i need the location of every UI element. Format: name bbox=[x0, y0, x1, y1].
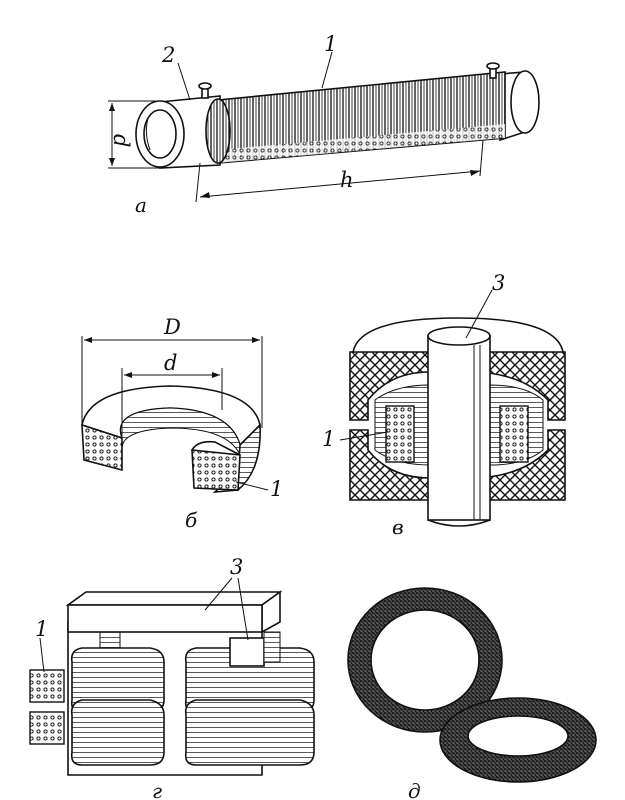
figure-g-core-bobbins: 1 3 г bbox=[29, 555, 315, 800]
dimension-h-line bbox=[199, 170, 481, 198]
label-tube-2: 2 bbox=[161, 43, 175, 67]
tube-right-end bbox=[510, 70, 540, 134]
winding-section-lower bbox=[29, 711, 65, 745]
winding-left-end bbox=[205, 98, 231, 164]
core-leg-section bbox=[229, 637, 265, 667]
cut-face-right bbox=[191, 449, 241, 491]
label-inner-d: d bbox=[164, 351, 177, 375]
central-rod bbox=[427, 335, 491, 521]
label-diameter-d: d bbox=[109, 134, 133, 147]
label-core-3-v: 3 bbox=[492, 271, 505, 295]
toroid-upper bbox=[347, 587, 503, 733]
figure-d-toroids: д bbox=[347, 587, 597, 800]
bobbin-left bbox=[70, 647, 165, 766]
figure-b-toroid-section: D d 1 б bbox=[81, 315, 283, 532]
label-winding-1-v: 1 bbox=[322, 427, 335, 451]
label-winding-1: 1 bbox=[324, 32, 337, 56]
bobbin-right bbox=[184, 647, 315, 766]
winding-right bbox=[499, 405, 529, 463]
figure-a-solenoid: 1 2 d h а bbox=[108, 32, 540, 217]
label-outer-D: D bbox=[163, 315, 181, 339]
caption-a: а bbox=[135, 193, 147, 217]
figure-v-pot-core: 3 1 в bbox=[322, 271, 566, 539]
terminal-screw-right bbox=[486, 62, 500, 79]
top-yoke bbox=[67, 604, 263, 633]
caption-b: б bbox=[185, 508, 198, 532]
caption-g: г bbox=[152, 779, 162, 800]
label-core-3-g: 3 bbox=[230, 555, 243, 579]
label-winding-1-g: 1 bbox=[35, 617, 48, 641]
caption-v: в bbox=[392, 515, 404, 539]
cut-face-left bbox=[81, 423, 123, 472]
label-winding-1-b: 1 bbox=[270, 477, 283, 501]
winding-left bbox=[385, 405, 415, 463]
winding-section-upper bbox=[29, 669, 65, 703]
caption-d: д bbox=[408, 779, 421, 800]
toroid-lower bbox=[439, 697, 597, 783]
terminal-screw-left bbox=[198, 82, 212, 99]
label-length-h: h bbox=[340, 168, 354, 192]
